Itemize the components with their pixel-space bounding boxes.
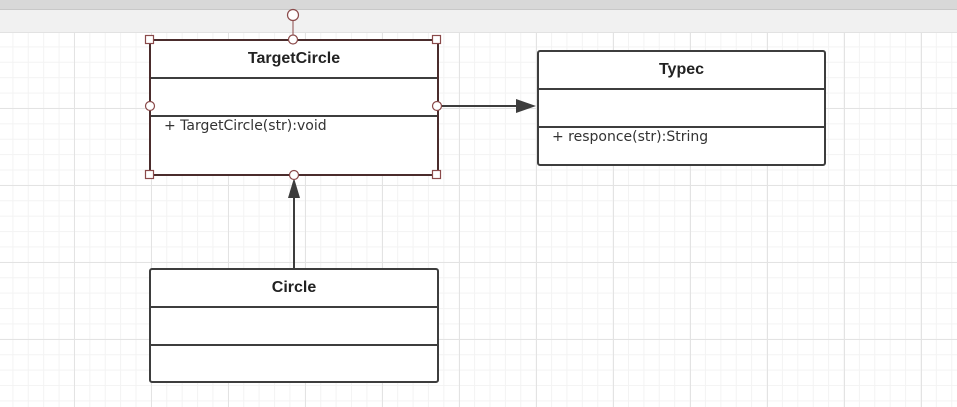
window-top-bar xyxy=(0,0,957,10)
connection-point-left[interactable] xyxy=(144,100,156,112)
class-attributes xyxy=(539,90,824,128)
class-operations: + responce(str):String xyxy=(539,128,824,164)
selection-handles[interactable] xyxy=(144,8,443,181)
resize-handle-bottom-right[interactable] xyxy=(431,169,442,180)
class-attributes xyxy=(151,79,437,117)
toolbar-strip xyxy=(0,10,957,33)
generalization-connector[interactable] xyxy=(288,178,300,268)
operation: + responce(str):String xyxy=(552,129,709,145)
resize-handle-bottom-left[interactable] xyxy=(144,169,155,180)
generalization-arrowhead xyxy=(288,178,300,198)
class-typec[interactable]: Typec + responce(str):String xyxy=(537,50,826,166)
connection-point-top[interactable] xyxy=(287,34,299,45)
resize-handle-top-right[interactable] xyxy=(431,34,442,45)
class-attributes xyxy=(151,308,437,346)
connection-point-bottom[interactable] xyxy=(288,169,300,181)
resize-handle-top-left[interactable] xyxy=(144,34,155,45)
class-name: Circle xyxy=(151,270,437,308)
class-name: Typec xyxy=(539,52,824,90)
class-name: TargetCircle xyxy=(151,41,437,79)
operation: + TargetCircle(str):void xyxy=(164,118,327,134)
class-circle[interactable]: Circle xyxy=(149,268,439,383)
rotate-handle-icon[interactable] xyxy=(286,8,300,22)
association-arrowhead xyxy=(516,99,536,113)
class-operations: + TargetCircle(str):void xyxy=(151,117,437,174)
association-connector[interactable] xyxy=(440,99,536,113)
connection-point-right[interactable] xyxy=(431,100,443,112)
